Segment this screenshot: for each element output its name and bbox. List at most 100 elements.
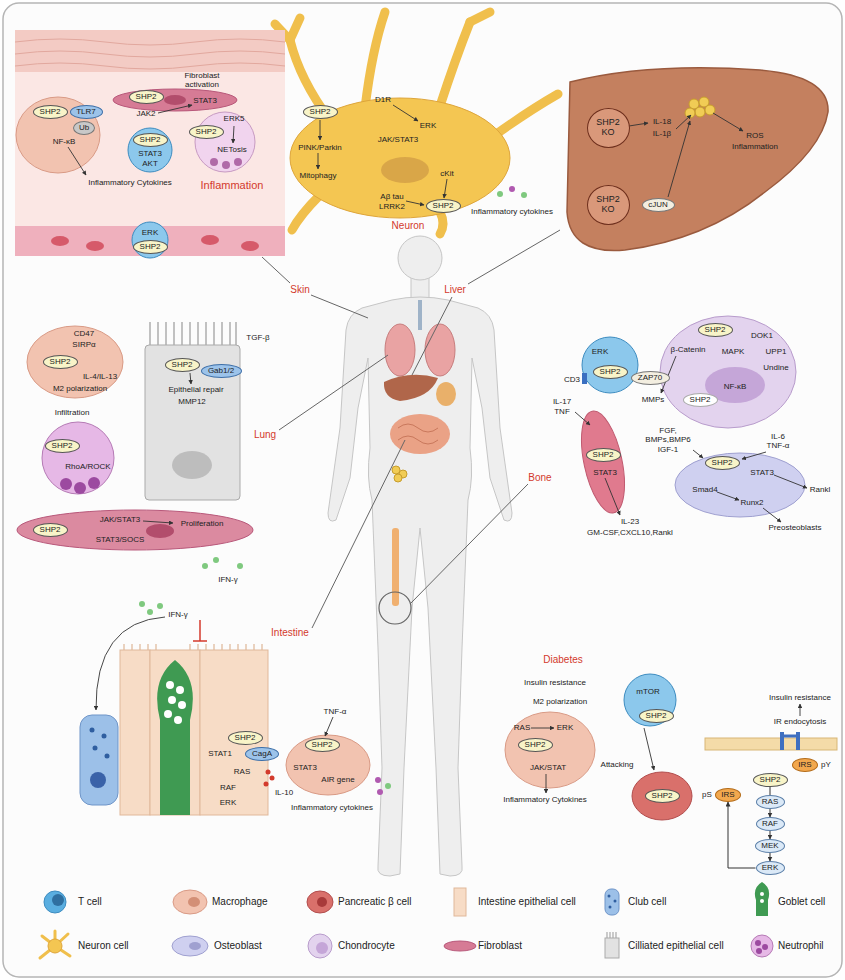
inhibition-mark	[193, 620, 207, 641]
lung-cells	[165, 322, 166, 345]
node-text: SHP2	[196, 128, 217, 137]
arrow	[774, 475, 807, 488]
lung-cells	[205, 322, 206, 345]
intestine-cells	[178, 701, 186, 709]
connector	[770, 831, 771, 839]
intestine-cells	[266, 770, 271, 775]
lung-cells	[213, 322, 214, 345]
neuron-cell	[495, 94, 558, 135]
protein-oval: SHP2	[189, 125, 224, 139]
node-text: SHP2	[525, 741, 546, 750]
text-label: STAT3	[138, 149, 162, 158]
node-text: MEK	[761, 842, 778, 851]
text-label: pY	[821, 760, 831, 769]
protein-oval: SHP2	[33, 105, 68, 119]
human-body	[379, 592, 411, 624]
connector	[728, 802, 756, 868]
text-label: STAT3	[593, 468, 617, 477]
region-label: Neuron	[392, 220, 425, 232]
arrow	[143, 521, 173, 523]
intestine-cells	[270, 776, 275, 781]
protein-oval: SHP2	[639, 709, 674, 723]
diabetes-cells	[705, 738, 837, 750]
neuron-cell	[290, 98, 510, 218]
text-label: M2 polarization	[533, 697, 587, 706]
arrow	[158, 105, 192, 113]
node-text: SHP2	[646, 712, 667, 721]
lung-cells	[17, 510, 253, 550]
arrow	[629, 123, 648, 126]
text-label: ERK	[142, 228, 158, 237]
lung-cells	[235, 322, 236, 345]
text-label: Proliferation	[181, 519, 224, 528]
node-text: SHP2	[50, 358, 71, 367]
node-text: SHP2	[52, 442, 73, 451]
arrow	[546, 774, 547, 793]
protein-oval: SHP2	[133, 240, 168, 254]
skin-tissue	[15, 51, 285, 57]
text-label: JAK/STAT3	[100, 515, 141, 524]
text-label: STAT3	[293, 763, 317, 772]
human-body	[436, 382, 456, 406]
diabetes-cells	[624, 674, 676, 726]
text-label: IL-10	[275, 788, 293, 797]
text-label: ERK	[420, 121, 436, 130]
text-label: RAS	[234, 767, 250, 776]
text-label: NETosis	[217, 145, 246, 154]
intestine-cells	[90, 728, 95, 733]
intestine-cells	[200, 650, 268, 815]
text-label: TNF	[554, 407, 570, 416]
neuron-cell	[521, 192, 527, 198]
intestine-cells	[148, 644, 149, 650]
neuron-cell	[290, 18, 300, 40]
intestine-cells	[139, 601, 145, 607]
protein-oval: SHP2	[698, 323, 733, 337]
legend-icon	[610, 932, 611, 938]
text-label: ROS	[746, 131, 763, 140]
neuron-cell	[275, 12, 558, 234]
legend-icon	[613, 932, 614, 938]
protein-oval: SHP2	[645, 789, 680, 803]
text-label: AIR gene	[321, 775, 354, 784]
node-text: Gab1/2	[208, 367, 234, 376]
protein-oval: SHP2	[45, 439, 80, 453]
text-label: pS	[702, 790, 712, 799]
legend-icon	[607, 932, 616, 938]
region-label: Lung	[254, 429, 276, 441]
bone-cells	[574, 407, 633, 517]
intestine-cells	[264, 782, 269, 787]
intestine-cells	[124, 644, 262, 650]
lung-cells	[42, 422, 114, 494]
intestine-cells	[254, 644, 255, 650]
arrow	[713, 113, 743, 131]
node-text: SHP2	[312, 741, 333, 750]
skin-tissue	[15, 63, 285, 69]
text-label: IL-4/IL-13	[83, 372, 117, 381]
text-label: Attacking	[601, 760, 634, 769]
skin-tissue	[201, 235, 219, 245]
lung-cells	[149, 322, 150, 345]
arrow	[393, 105, 418, 121]
legend-icon	[760, 892, 764, 896]
intestine-cells	[147, 609, 153, 615]
node-text: SHP2 KO	[594, 195, 622, 215]
text-label: FGF, BMPs,BMP6 IGF-1	[644, 426, 692, 454]
intestine-cells	[238, 644, 239, 650]
region-label: Skin	[290, 284, 309, 296]
legend-text: Osteoblast	[214, 940, 262, 952]
node-text: SHP2	[705, 326, 726, 335]
text-label: TGF-β	[246, 333, 269, 342]
arrow	[800, 704, 801, 716]
legend-icon	[755, 940, 761, 946]
lung-cells	[74, 482, 86, 494]
protein-oval: SHP2	[165, 358, 200, 372]
text-label: ERK	[557, 723, 573, 732]
text-label: JAK/STAT3	[378, 135, 419, 144]
node-text: Ub	[79, 124, 89, 133]
human-body	[394, 474, 402, 482]
text-label: MMP12	[178, 397, 206, 406]
intestine-cells	[80, 601, 391, 815]
text-label: Inflammatory cytokines	[471, 207, 553, 216]
neuron-cell	[470, 12, 490, 22]
protein-oval: SHP2	[303, 105, 338, 119]
